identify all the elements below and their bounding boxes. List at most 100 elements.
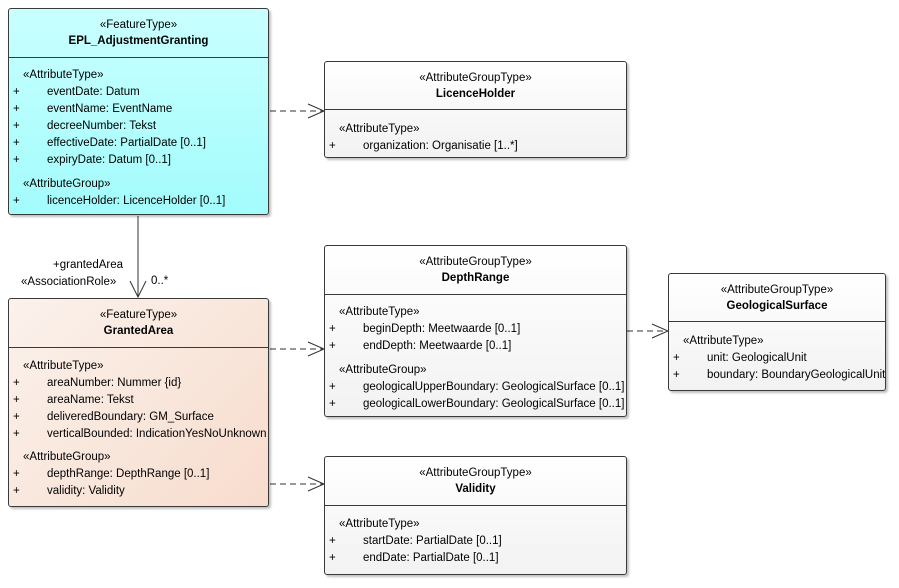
section-stereotype: «AttributeGroup»: [23, 178, 111, 190]
attribute-text: areaNumber: Nummer {id}: [47, 377, 182, 389]
attribute-text: eventDate: Datum: [47, 86, 140, 98]
association-multiplicity: 0..*: [151, 275, 169, 287]
attribute-row[interactable]: +organization: Organisatie [1..*]: [329, 138, 518, 155]
attribute-text: depthRange: DepthRange [0..1]: [47, 468, 210, 480]
attribute-section: «AttributeType» + beginDepth: Meetwaarde …: [329, 304, 521, 355]
class-depthrange[interactable]: «AttributeGroupType» DepthRange «Attribu…: [324, 245, 627, 417]
class-geologicalsurface[interactable]: «AttributeGroupType» GeologicalSurface «…: [668, 273, 886, 391]
visibility-marker: +: [13, 411, 20, 423]
attribute-row[interactable]: + expiryDate: Datum [0..1]: [13, 152, 206, 169]
attribute-text: endDepth: Meetwaarde [0..1]: [363, 340, 512, 352]
visibility-marker: +: [673, 369, 680, 381]
class-name: DepthRange: [441, 272, 510, 284]
attribute-text: areaName: Tekst: [47, 394, 134, 406]
attribute-row[interactable]: + verticalBounded: IndicationYesNoUnknown: [13, 426, 267, 443]
class-stereotype: «AttributeGroupType»: [720, 284, 834, 296]
attribute-text: endDate: PartialDate [0..1]: [363, 552, 499, 564]
class-name: EPL_AdjustmentGranting: [68, 35, 209, 47]
visibility-marker: +: [329, 381, 336, 393]
section-stereotype: «AttributeType»: [339, 518, 420, 530]
class-grantedarea[interactable]: «FeatureType» GrantedArea «AttributeType…: [8, 298, 269, 507]
association-role-stereotype: «AssociationRole»: [21, 276, 117, 288]
visibility-marker: +: [329, 552, 336, 564]
attribute-row[interactable]: + endDepth: Meetwaarde [0..1]: [329, 338, 520, 355]
attribute-row[interactable]: + startDate: PartialDate [0..1]: [329, 533, 502, 550]
attribute-row[interactable]: + deliveredBoundary: GM_Surface: [13, 409, 267, 426]
visibility-marker: +: [13, 428, 20, 440]
attribute-row[interactable]: + areaName: Tekst: [13, 392, 267, 409]
association-role-label: +grantedArea: [53, 259, 124, 271]
attribute-text: geologicalLowerBoundary: GeologicalSurfa…: [363, 398, 625, 410]
attribute-section: «AttributeType» + eventDate: Datum + event…: [13, 67, 206, 169]
attribute-row[interactable]: + beginDepth: Meetwaarde [0..1]: [329, 321, 521, 338]
class-licenceholder[interactable]: «AttributeGroupType» LicenceHolder «Attr…: [324, 61, 627, 158]
attribute-text: startDate: PartialDate [0..1]: [363, 535, 502, 547]
visibility-marker: +: [13, 394, 20, 406]
visibility-marker: +: [13, 468, 20, 480]
section-stereotype: «AttributeGroup»: [339, 364, 427, 376]
class-name: GrantedArea: [103, 325, 174, 337]
attribute-text: geologicalUpperBoundary: GeologicalSurfa…: [363, 381, 625, 393]
visibility-marker: +: [13, 103, 20, 115]
attribute-row[interactable]: + endDate: PartialDate [0..1]: [329, 550, 502, 567]
visibility-marker: +: [13, 195, 20, 207]
attribute-text: effectiveDate: PartialDate [0..1]: [47, 137, 206, 149]
attribute-row[interactable]: + decreeNumber: Tekst: [13, 118, 206, 135]
class-header: «AttributeGroupType» DepthRange: [325, 246, 626, 295]
attribute-row[interactable]: +unit: GeologicalUnit: [673, 350, 885, 367]
visibility-marker: +: [329, 340, 336, 352]
attribute-row[interactable]: + areaNumber: Nummer {id}: [13, 375, 267, 392]
attribute-row[interactable]: + boundary: BoundaryGeologicalUnit: [673, 367, 886, 384]
class-name: Validity: [455, 483, 496, 495]
section-stereotype: «AttributeType»: [339, 306, 420, 318]
section-stereotype: «AttributeType»: [683, 335, 764, 347]
attribute-text: decreeNumber: Tekst: [47, 120, 157, 132]
attributegroup-section: «AttributeGroup» + licenceHolder: Licence…: [13, 176, 226, 210]
attribute-row[interactable]: + eventDate: Datum: [13, 84, 206, 101]
attribute-section: «AttributeType» +unit: GeologicalUnit + b…: [673, 333, 886, 384]
class-stereotype: «FeatureType»: [99, 19, 178, 31]
class-stereotype: «FeatureType»: [99, 309, 178, 321]
visibility-marker: +: [673, 352, 680, 364]
visibility-marker: +: [13, 120, 20, 132]
attribute-row[interactable]: + licenceHolder: LicenceHolder [0..1]: [13, 193, 226, 210]
class-name: GeologicalSurface: [726, 300, 828, 312]
visibility-marker: +: [13, 485, 20, 497]
attribute-section: «AttributeType» + startDate: PartialDate …: [329, 516, 502, 567]
visibility-marker: +: [329, 398, 336, 410]
attribute-row[interactable]: + eventName: EventName: [13, 101, 206, 118]
attribute-section: «AttributeType» + areaNumber: Nummer {id}…: [13, 358, 267, 443]
attribute-text: verticalBounded: IndicationYesNoUnknown: [47, 428, 267, 440]
class-validity[interactable]: «AttributeGroupType» Validity «Attribute…: [324, 456, 627, 575]
class-header: «AttributeGroupType» LicenceHolder: [325, 62, 626, 110]
attribute-text: eventName: EventName: [47, 103, 173, 115]
association-arrowhead: [129, 280, 147, 299]
section-stereotype: «AttributeGroup»: [23, 451, 111, 463]
class-epl-adjustmentgranting[interactable]: «FeatureType» EPL_AdjustmentGranting «At…: [8, 8, 269, 215]
attribute-text: boundary: BoundaryGeologicalUnit: [707, 369, 886, 381]
class-header: «FeatureType» GrantedArea: [9, 299, 268, 348]
attributegroup-section: «AttributeGroup» + depthRange: DepthRange…: [13, 449, 210, 500]
section-stereotype: «AttributeType»: [23, 69, 104, 81]
class-header: «AttributeGroupType» Validity: [325, 457, 626, 506]
section-stereotype: «AttributeType»: [339, 123, 420, 135]
attribute-section: «AttributeType» +organization: Organisat…: [329, 121, 518, 155]
attribute-text: deliveredBoundary: GM_Surface: [47, 411, 214, 423]
visibility-marker: +: [13, 154, 20, 166]
visibility-marker: +: [329, 535, 336, 547]
attribute-row[interactable]: + depthRange: DepthRange [0..1]: [13, 466, 210, 483]
attribute-row[interactable]: + geologicalLowerBoundary: GeologicalSurf…: [329, 396, 625, 413]
visibility-marker: +: [329, 140, 336, 152]
attribute-row[interactable]: +effectiveDate: PartialDate [0..1]: [13, 135, 206, 152]
attribute-text: beginDepth: Meetwaarde [0..1]: [363, 323, 521, 335]
attribute-text: licenceHolder: LicenceHolder [0..1]: [47, 195, 226, 207]
attribute-row[interactable]: + validity: Validity: [13, 483, 209, 500]
section-stereotype: «AttributeType»: [23, 360, 104, 372]
visibility-marker: +: [329, 323, 336, 335]
visibility-marker: +: [13, 377, 20, 389]
attribute-row[interactable]: + geologicalUpperBoundary: GeologicalSurf…: [329, 379, 625, 396]
attribute-text: validity: Validity: [47, 485, 125, 497]
attribute-text: expiryDate: Datum [0..1]: [47, 154, 171, 166]
visibility-marker: +: [13, 86, 20, 98]
